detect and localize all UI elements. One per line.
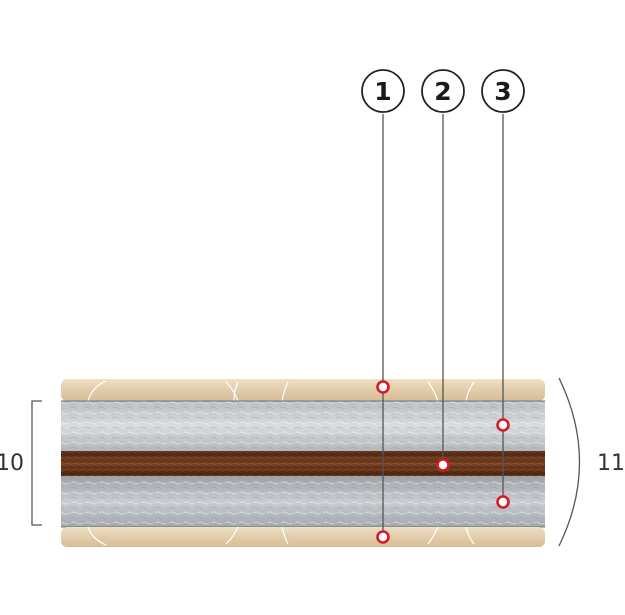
marker-1-top <box>376 380 390 394</box>
callout-circle-3 <box>481 69 525 113</box>
callout-number-1: 1 <box>374 77 391 106</box>
marker-2 <box>436 458 450 472</box>
lower-foam-layer <box>61 476 545 528</box>
core-height-bracket <box>31 400 42 526</box>
callout-circle-1 <box>361 69 405 113</box>
marker-3-bottom <box>496 495 510 509</box>
coconut-layer <box>61 451 545 476</box>
upper-foam-layer <box>61 400 545 451</box>
callout-circle-2 <box>421 69 465 113</box>
marker-1-bottom <box>376 530 390 544</box>
callout-number-3: 3 <box>494 77 511 106</box>
bottom-cover-layer <box>61 526 545 547</box>
marker-3-top <box>496 418 510 432</box>
total-height-label: 11 <box>597 451 625 476</box>
core-height-label: 10 <box>0 451 24 476</box>
total-height-arc <box>558 377 581 547</box>
top-cover-layer <box>61 379 545 402</box>
callout-number-2: 2 <box>434 77 451 106</box>
